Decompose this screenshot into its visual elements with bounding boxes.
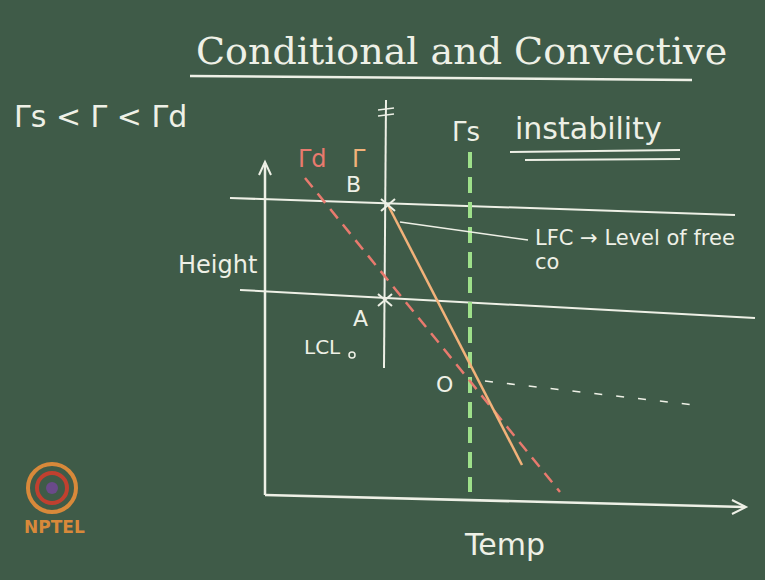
leader-line bbox=[400, 222, 528, 240]
vertical-line bbox=[384, 100, 386, 368]
dry-adiabat-line bbox=[305, 178, 560, 492]
axis-arrow bbox=[732, 500, 746, 514]
cross-mark bbox=[381, 199, 395, 211]
title-underline bbox=[190, 76, 692, 80]
underline bbox=[525, 159, 680, 160]
level-label: LCL bbox=[304, 336, 340, 359]
axis-label: Height bbox=[178, 252, 257, 280]
lapse-label: Γ bbox=[352, 146, 365, 174]
lcl-marker bbox=[349, 352, 355, 358]
cross-mark bbox=[378, 294, 392, 306]
logo-ring bbox=[37, 473, 67, 503]
point-label: B bbox=[346, 172, 361, 197]
dashed-line bbox=[485, 381, 695, 405]
lapse-label: Γd bbox=[298, 146, 327, 174]
saturated-lapse-line bbox=[468, 152, 472, 492]
tick-mark bbox=[378, 108, 394, 110]
heading-text: instability bbox=[515, 112, 662, 147]
height-axis bbox=[264, 165, 267, 495]
temperature-axis bbox=[265, 495, 745, 507]
axis-arrow bbox=[259, 162, 271, 175]
logo-text: NPTEL bbox=[24, 518, 85, 538]
point-label: O bbox=[436, 372, 453, 397]
level-line bbox=[240, 290, 755, 318]
logo-core bbox=[46, 482, 58, 494]
logo-ring bbox=[28, 464, 76, 512]
underline bbox=[510, 150, 680, 152]
title: Conditional and Convective bbox=[196, 30, 727, 74]
level-label: LFC → Level of free co bbox=[535, 226, 757, 274]
tick-mark bbox=[378, 114, 394, 116]
lapse-label: Γs bbox=[452, 118, 480, 148]
lfc-level-line bbox=[230, 198, 735, 215]
point-label: A bbox=[353, 306, 368, 331]
condition-text: Γs < Γ < Γd bbox=[14, 100, 187, 135]
axis-label: Temp bbox=[465, 528, 545, 563]
environment-lapse-line bbox=[388, 205, 522, 465]
